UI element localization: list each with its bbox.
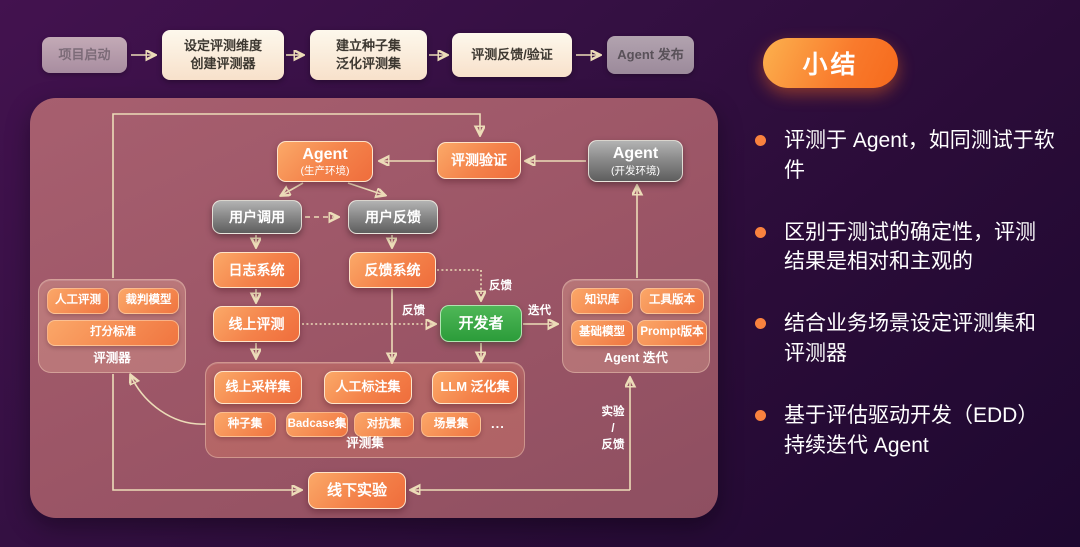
node-seed-set: 种子集 <box>214 412 276 437</box>
node-subtitle: (开发环境) <box>611 164 660 177</box>
node-offline-experiment: 线下实验 <box>308 472 406 509</box>
node-label: 反馈系统 <box>364 261 421 278</box>
node-human-labeled-set: 人工标注集 <box>324 371 412 404</box>
node-llm-generalized-set: LLM 泛化集 <box>432 371 518 404</box>
flow-step-label: 建立种子集 泛化评测集 <box>335 38 401 71</box>
group-evaluator: 人工评测 裁判模型 打分标准 评测器 <box>38 279 186 373</box>
group-agent-iteration: 知识库 工具版本 基础模型 Prompt版本 Agent 迭代 <box>562 279 710 373</box>
node-knowledge-base: 知识库 <box>571 288 633 314</box>
summary-bullet-list: 评测于 Agent，如同测试于软件 区别于测试的确定性，评测结果是相对和主观的 … <box>755 126 1055 493</box>
node-label: 种子集 <box>227 417 263 430</box>
node-label: 人工评测 <box>55 294 101 307</box>
bullet-dot-icon <box>755 226 766 238</box>
bullet-dot-icon <box>755 135 766 146</box>
flow-step-eval-feedback: 评测反馈/验证 <box>452 33 572 77</box>
node-label: 评测验证 <box>451 152 507 169</box>
node-label: 线上评测 <box>228 315 285 332</box>
flow-step-label: 项目启动 <box>58 47 111 63</box>
group-agent-iteration-label: Agent 迭代 <box>604 351 668 365</box>
summary-badge-label: 小结 <box>802 51 859 79</box>
node-agent-production: Agent (生产环境) <box>277 141 373 182</box>
bullet-text: 评测于 Agent，如同测试于软件 <box>784 129 1055 182</box>
node-adversarial-set: 对抗集 <box>354 412 414 437</box>
node-label: Prompt版本 <box>640 326 704 339</box>
summary-bullet: 结合业务场景设定评测集和评测器 <box>755 309 1055 369</box>
edge-label-feedback-top: 反馈 <box>489 280 512 292</box>
node-label: 对抗集 <box>366 417 402 430</box>
node-label: 打分标准 <box>90 326 136 339</box>
node-badcase-set: Badcase集 <box>286 412 348 437</box>
node-scenario-set: 场景集 <box>421 412 481 437</box>
bullet-text: 结合业务场景设定评测集和评测器 <box>784 312 1036 366</box>
node-label: Badcase集 <box>287 417 347 430</box>
bullet-text: 区别于测试的确定性，评测结果是相对和主观的 <box>784 220 1036 274</box>
edge-label-feedback-mid: 反馈 <box>402 305 425 317</box>
node-user-call: 用户调用 <box>212 200 302 234</box>
node-agent-development: Agent (开发环境) <box>588 140 683 182</box>
node-label: 人工标注集 <box>335 379 401 395</box>
node-title: Agent <box>612 145 659 163</box>
flow-step-label: Agent 发布 <box>617 47 684 63</box>
node-human-eval: 人工评测 <box>47 288 109 314</box>
node-label: LLM 泛化集 <box>440 379 510 395</box>
node-scoring-criteria: 打分标准 <box>47 320 179 346</box>
node-tool-version: 工具版本 <box>640 288 704 314</box>
node-subtitle: (生产环境) <box>300 165 350 178</box>
node-judge-model: 裁判模型 <box>118 288 179 314</box>
node-feedback-system: 反馈系统 <box>349 252 436 288</box>
summary-bullet: 基于评估驱动开发（EDD）持续迭代 Agent <box>755 401 1055 461</box>
node-label: 开发者 <box>458 314 504 332</box>
summary-bullet: 评测于 Agent，如同测试于软件 <box>755 126 1055 186</box>
node-label: 场景集 <box>433 417 469 430</box>
summary-badge: 小结 <box>763 38 898 88</box>
flow-step-define-dimensions: 设定评测维度 创建评测器 <box>162 30 284 80</box>
group-eval-sets: 线上采样集 人工标注集 LLM 泛化集 种子集 Badcase集 对抗集 场景集… <box>205 362 525 458</box>
node-eval-verify: 评测验证 <box>437 142 521 179</box>
flow-step-label: 设定评测维度 创建评测器 <box>183 38 262 71</box>
node-label: 用户调用 <box>229 208 285 225</box>
node-prompt-version: Prompt版本 <box>637 320 707 346</box>
node-base-model: 基础模型 <box>571 320 633 346</box>
group-evaluator-label: 评测器 <box>93 351 131 365</box>
flow-step-project-start: 项目启动 <box>42 37 127 73</box>
group-eval-sets-label: 评测集 <box>346 436 384 450</box>
node-label: 线上采样集 <box>225 379 291 395</box>
node-developer: 开发者 <box>440 305 522 342</box>
node-label: 日志系统 <box>228 261 285 278</box>
node-title: Agent <box>302 145 348 163</box>
summary-bullet: 区别于测试的确定性，评测结果是相对和主观的 <box>755 218 1055 278</box>
node-label: 知识库 <box>584 294 620 307</box>
more-sets-ellipsis: ... <box>491 416 505 431</box>
node-label: 裁判模型 <box>125 294 172 307</box>
bullet-text: 基于评估驱动开发（EDD）持续迭代 Agent <box>784 403 1039 457</box>
node-online-sample-set: 线上采样集 <box>214 371 302 404</box>
bullet-dot-icon <box>755 409 766 421</box>
node-label: 线下实验 <box>326 481 387 499</box>
node-label: 基础模型 <box>579 326 625 339</box>
node-label: 用户反馈 <box>365 208 421 225</box>
node-user-feedback: 用户反馈 <box>348 200 438 234</box>
node-online-eval: 线上评测 <box>213 306 300 342</box>
node-log-system: 日志系统 <box>213 252 300 288</box>
node-label: 工具版本 <box>649 294 695 307</box>
flow-step-build-seed-set: 建立种子集 泛化评测集 <box>310 30 427 80</box>
edge-label-experiment-feedback: 实验 / 反馈 <box>601 406 625 452</box>
flow-step-label: 评测反馈/验证 <box>471 47 553 63</box>
bullet-dot-icon <box>755 318 766 330</box>
edge-label-iterate: 迭代 <box>528 305 551 317</box>
flow-step-agent-release: Agent 发布 <box>607 36 694 74</box>
